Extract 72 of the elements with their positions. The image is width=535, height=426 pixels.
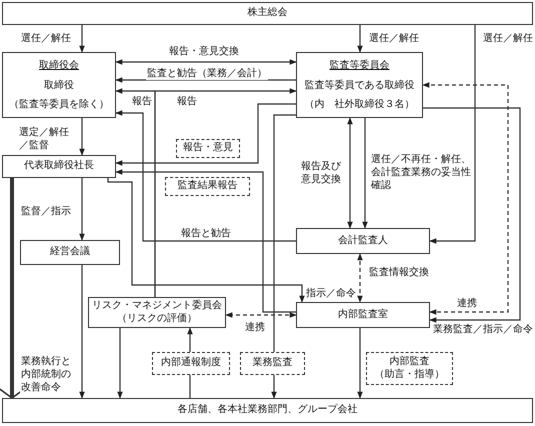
org-box bbox=[2, 52, 116, 118]
box-text: 業務監査 bbox=[252, 357, 292, 370]
edge-label: 選任／解任 bbox=[368, 32, 420, 45]
dashed-note-box bbox=[240, 352, 305, 375]
connector-arrow bbox=[357, 25, 363, 53]
edge-label: 監査情報交換 bbox=[368, 266, 430, 279]
connector-arrow bbox=[115, 103, 296, 166]
org-box bbox=[296, 228, 430, 254]
edge-label: 報告・意見交換 bbox=[168, 45, 240, 58]
connector-arrow bbox=[362, 118, 368, 229]
box-text: 報告・意見 bbox=[183, 142, 233, 155]
connector-arrow bbox=[429, 25, 476, 244]
edge-label: 選任／不再任・解任、会計監査業務の妥当性確認 bbox=[370, 153, 472, 192]
box-text: 株主総会 bbox=[248, 7, 288, 20]
edge-label: 報告 bbox=[131, 95, 153, 108]
edge-label: 業務監査／指示／命令 bbox=[432, 323, 534, 336]
box-text: 経営会議 bbox=[50, 246, 90, 259]
connector-arrow bbox=[154, 88, 297, 297]
connector-arrow bbox=[79, 118, 85, 156]
box-text: 取締役 bbox=[44, 80, 74, 92]
connector-arrow bbox=[115, 110, 296, 242]
connector-arrow bbox=[423, 107, 521, 323]
dashed-note-box bbox=[176, 139, 240, 158]
org-box bbox=[20, 240, 120, 265]
edge-label: 連携 bbox=[244, 321, 266, 334]
dashed-note-box bbox=[152, 352, 230, 375]
box-text: リスク・マネジメント委員会 bbox=[92, 300, 222, 312]
org-box bbox=[2, 2, 533, 25]
box-heading: 取締役会 bbox=[39, 60, 79, 72]
connector-arrow bbox=[79, 25, 85, 53]
edge-label: 監査と勧告（業務／会計） bbox=[146, 67, 268, 80]
connector-arrow bbox=[271, 375, 277, 399]
box-text: （監査等委員を除く） bbox=[9, 99, 109, 112]
box-heading: 監査等委員会 bbox=[330, 60, 390, 72]
connector-arrow bbox=[117, 328, 123, 399]
box-text: （リスクの評価） bbox=[117, 313, 197, 326]
edge-label: 選任／解任 bbox=[20, 32, 72, 45]
org-box bbox=[2, 398, 533, 423]
connector-arrow bbox=[422, 82, 509, 315]
box-text: （内 社外取締役３名） bbox=[304, 99, 414, 112]
connector-arrow bbox=[115, 59, 297, 65]
edge-label: 連携 bbox=[456, 297, 478, 310]
connector-arrow bbox=[187, 327, 193, 352]
box-text: 会計監査人 bbox=[338, 234, 388, 248]
org-box bbox=[296, 52, 423, 118]
edge-label: 報告と勧告 bbox=[180, 227, 232, 240]
connector-arrow bbox=[79, 265, 85, 399]
edge-label: 監督／指示 bbox=[20, 205, 72, 218]
connector-arrow bbox=[107, 178, 305, 303]
org-box bbox=[88, 297, 226, 328]
org-box bbox=[296, 302, 430, 328]
connector-arrow bbox=[115, 169, 296, 313]
connector-arrow bbox=[347, 117, 353, 229]
box-text: 代表取締役社長 bbox=[24, 160, 94, 173]
connector-arrow bbox=[115, 77, 296, 83]
edge-label: 選任／解任 bbox=[482, 32, 534, 45]
box-text: 各店舗、各本社業務部門、グループ会社 bbox=[178, 404, 358, 417]
edge-label: 指示／命令 bbox=[305, 287, 357, 300]
box-text: 内部監査 bbox=[390, 356, 430, 368]
connector-arrow bbox=[79, 178, 85, 241]
edge-label: 報告 bbox=[176, 95, 198, 108]
connector-arrow bbox=[357, 328, 363, 399]
connector-arrow bbox=[357, 253, 363, 303]
box-text: 内部監査室 bbox=[338, 308, 388, 322]
org-box bbox=[2, 155, 116, 178]
dashed-note-box bbox=[366, 352, 453, 385]
dashed-note-box bbox=[165, 177, 250, 196]
box-text: 内部通報制度 bbox=[161, 357, 221, 370]
connector-arrow bbox=[225, 312, 297, 318]
box-text: 監査等委員である取締役 bbox=[304, 80, 414, 92]
box-text: （助言・指導） bbox=[374, 369, 444, 382]
box-text: 監査結果報告 bbox=[178, 180, 238, 193]
